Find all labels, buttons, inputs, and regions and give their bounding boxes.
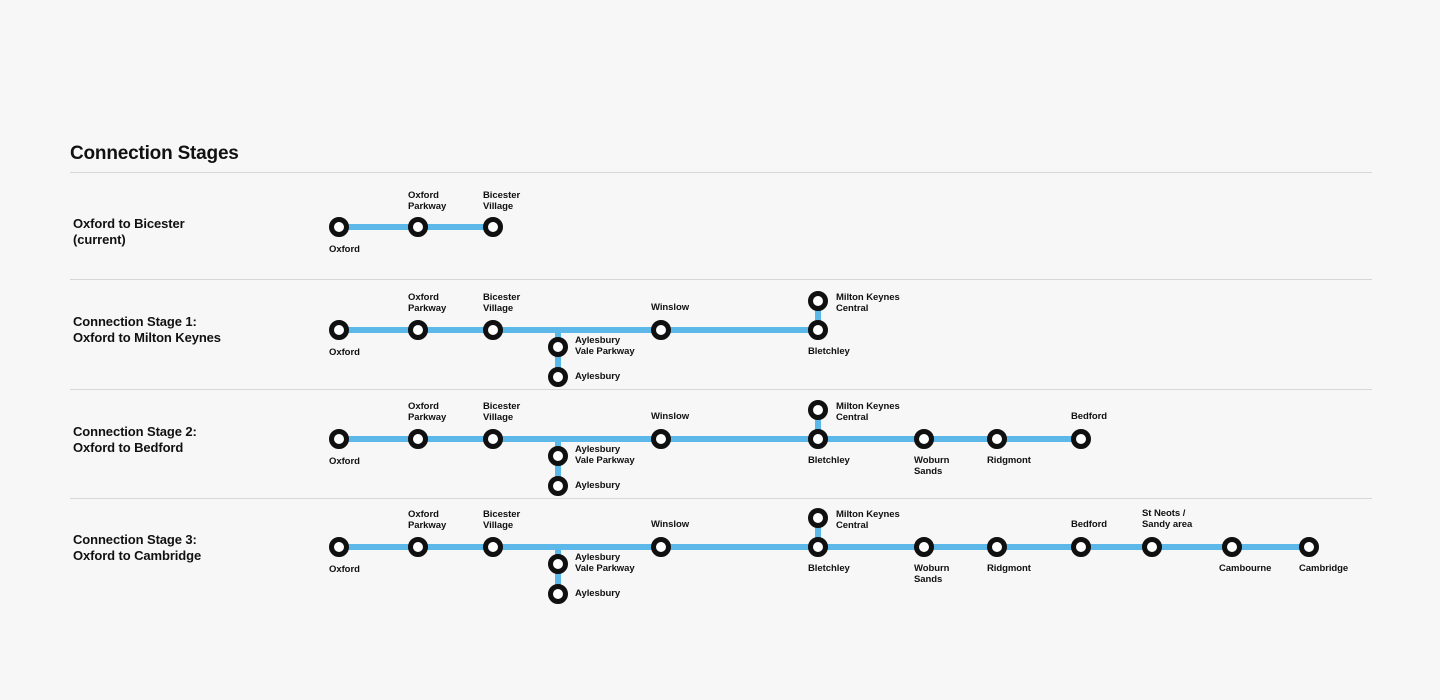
page-title: Connection Stages xyxy=(70,143,239,164)
route-diagram: Oxford Oxford Parkway Bicester Village xyxy=(0,176,1440,296)
station-label-bicester-village: Bicester Village xyxy=(483,401,521,423)
stage-row-connection-stage-3: Connection Stage 3: Oxford to Cambridge xyxy=(0,499,1440,619)
stage-label: Connection Stage 1: Oxford to Milton Key… xyxy=(73,314,221,345)
station-label-st-neots-sandy-area: St Neots / Sandy area xyxy=(1142,508,1193,530)
station-label-ridgmont: Ridgmont xyxy=(987,563,1031,574)
route-diagram: Oxford Oxford Parkway Bicester Village A… xyxy=(0,390,1440,510)
title-divider xyxy=(70,172,1372,173)
station-label-bletchley: Bletchley xyxy=(808,346,850,357)
station-node-milton-keynes-central[interactable] xyxy=(808,400,828,420)
station-node-bicester-village[interactable] xyxy=(483,217,503,237)
station-node-milton-keynes-central[interactable] xyxy=(808,508,828,528)
station-label-oxford: Oxford xyxy=(329,244,360,255)
branch-segment-milton-keynes xyxy=(815,517,821,547)
station-label-winslow: Winslow xyxy=(651,411,690,422)
station-label-ridgmont: Ridgmont xyxy=(987,455,1031,466)
stage-row-oxford-to-bicester: Oxford to Bicester (current) Oxford Oxfo… xyxy=(0,176,1440,280)
station-node-cambridge[interactable] xyxy=(1299,537,1319,557)
station-label-aylesbury: Aylesbury xyxy=(575,480,621,491)
station-node-winslow[interactable] xyxy=(651,537,671,557)
branch-segment-milton-keynes xyxy=(815,409,821,439)
station-node-oxford-parkway[interactable] xyxy=(408,537,428,557)
station-label-oxford: Oxford xyxy=(329,456,360,467)
station-label-bedford: Bedford xyxy=(1071,411,1108,422)
route-diagram: Oxford Oxford Parkway Bicester Village A… xyxy=(0,280,1440,400)
station-label-cambridge: Cambridge xyxy=(1299,563,1349,574)
station-label-bedford: Bedford xyxy=(1071,519,1108,530)
station-node-aylesbury-vale-parkway[interactable] xyxy=(548,446,568,466)
station-label-aylesbury: Aylesbury xyxy=(575,371,621,382)
station-node-bicester-village[interactable] xyxy=(483,429,503,449)
station-node-aylesbury-vale-parkway[interactable] xyxy=(548,337,568,357)
station-label-cambourne: Cambourne xyxy=(1219,563,1272,574)
station-node-ridgmont[interactable] xyxy=(987,429,1007,449)
station-node-st-neots-sandy-area[interactable] xyxy=(1142,537,1162,557)
station-node-bletchley[interactable] xyxy=(808,320,828,340)
station-node-cambourne[interactable] xyxy=(1222,537,1242,557)
station-node-bedford[interactable] xyxy=(1071,537,1091,557)
branch-segment-milton-keynes xyxy=(815,300,821,330)
station-label-aylesbury-vale-parkway: Aylesbury Vale Parkway xyxy=(575,335,635,357)
station-node-woburn-sands[interactable] xyxy=(914,429,934,449)
station-node-oxford-parkway[interactable] xyxy=(408,320,428,340)
station-node-aylesbury-vale-parkway[interactable] xyxy=(548,554,568,574)
station-node-aylesbury[interactable] xyxy=(548,584,568,604)
station-node-oxford[interactable] xyxy=(329,217,349,237)
station-label-aylesbury-vale-parkway: Aylesbury Vale Parkway xyxy=(575,444,635,466)
station-label-winslow: Winslow xyxy=(651,519,690,530)
station-label-oxford-parkway: Oxford Parkway xyxy=(408,292,447,314)
station-label-oxford: Oxford xyxy=(329,347,360,358)
station-label-milton-keynes-central: Milton Keynes Central xyxy=(836,401,900,423)
row-divider xyxy=(70,389,1372,390)
station-label-aylesbury: Aylesbury xyxy=(575,588,621,599)
station-label-bletchley: Bletchley xyxy=(808,455,850,466)
station-label-woburn-sands: Woburn Sands xyxy=(914,455,950,477)
station-label-milton-keynes-central: Milton Keynes Central xyxy=(836,509,900,531)
station-label-oxford: Oxford xyxy=(329,564,360,575)
station-label-oxford-parkway: Oxford Parkway xyxy=(408,401,447,423)
station-label-oxford-parkway: Oxford Parkway xyxy=(408,190,447,212)
station-node-bicester-village[interactable] xyxy=(483,537,503,557)
station-label-aylesbury-vale-parkway: Aylesbury Vale Parkway xyxy=(575,552,635,574)
station-label-oxford-parkway: Oxford Parkway xyxy=(408,509,447,531)
stage-row-connection-stage-1: Connection Stage 1: Oxford to Milton Key… xyxy=(0,280,1440,390)
station-node-winslow[interactable] xyxy=(651,320,671,340)
station-node-aylesbury[interactable] xyxy=(548,476,568,496)
row-divider xyxy=(70,498,1372,499)
station-label-winslow: Winslow xyxy=(651,302,690,313)
route-diagram: Oxford Oxford Parkway Bicester Village A… xyxy=(0,499,1440,619)
stage-label: Connection Stage 3: Oxford to Cambridge xyxy=(73,532,202,563)
station-node-bicester-village[interactable] xyxy=(483,320,503,340)
station-node-oxford[interactable] xyxy=(329,320,349,340)
station-node-woburn-sands[interactable] xyxy=(914,537,934,557)
station-label-woburn-sands: Woburn Sands xyxy=(914,563,950,585)
station-node-milton-keynes-central[interactable] xyxy=(808,291,828,311)
station-label-bletchley: Bletchley xyxy=(808,563,850,574)
stage-label: Oxford to Bicester (current) xyxy=(73,216,185,247)
track-segment xyxy=(339,436,1081,442)
station-label-bicester-village: Bicester Village xyxy=(483,190,521,212)
station-node-oxford[interactable] xyxy=(329,429,349,449)
station-node-oxford-parkway[interactable] xyxy=(408,429,428,449)
stage-row-connection-stage-2: Connection Stage 2: Oxford to Bedford Ox… xyxy=(0,390,1440,499)
station-node-oxford-parkway[interactable] xyxy=(408,217,428,237)
station-label-bicester-village: Bicester Village xyxy=(483,509,521,531)
station-label-bicester-village: Bicester Village xyxy=(483,292,521,314)
station-node-bletchley[interactable] xyxy=(808,429,828,449)
row-divider xyxy=(70,279,1372,280)
station-node-bedford[interactable] xyxy=(1071,429,1091,449)
station-node-bletchley[interactable] xyxy=(808,537,828,557)
station-node-oxford[interactable] xyxy=(329,537,349,557)
track-segment xyxy=(339,327,821,333)
station-node-winslow[interactable] xyxy=(651,429,671,449)
station-node-aylesbury[interactable] xyxy=(548,367,568,387)
stage-label: Connection Stage 2: Oxford to Bedford xyxy=(73,424,197,455)
station-label-milton-keynes-central: Milton Keynes Central xyxy=(836,292,900,314)
station-node-ridgmont[interactable] xyxy=(987,537,1007,557)
